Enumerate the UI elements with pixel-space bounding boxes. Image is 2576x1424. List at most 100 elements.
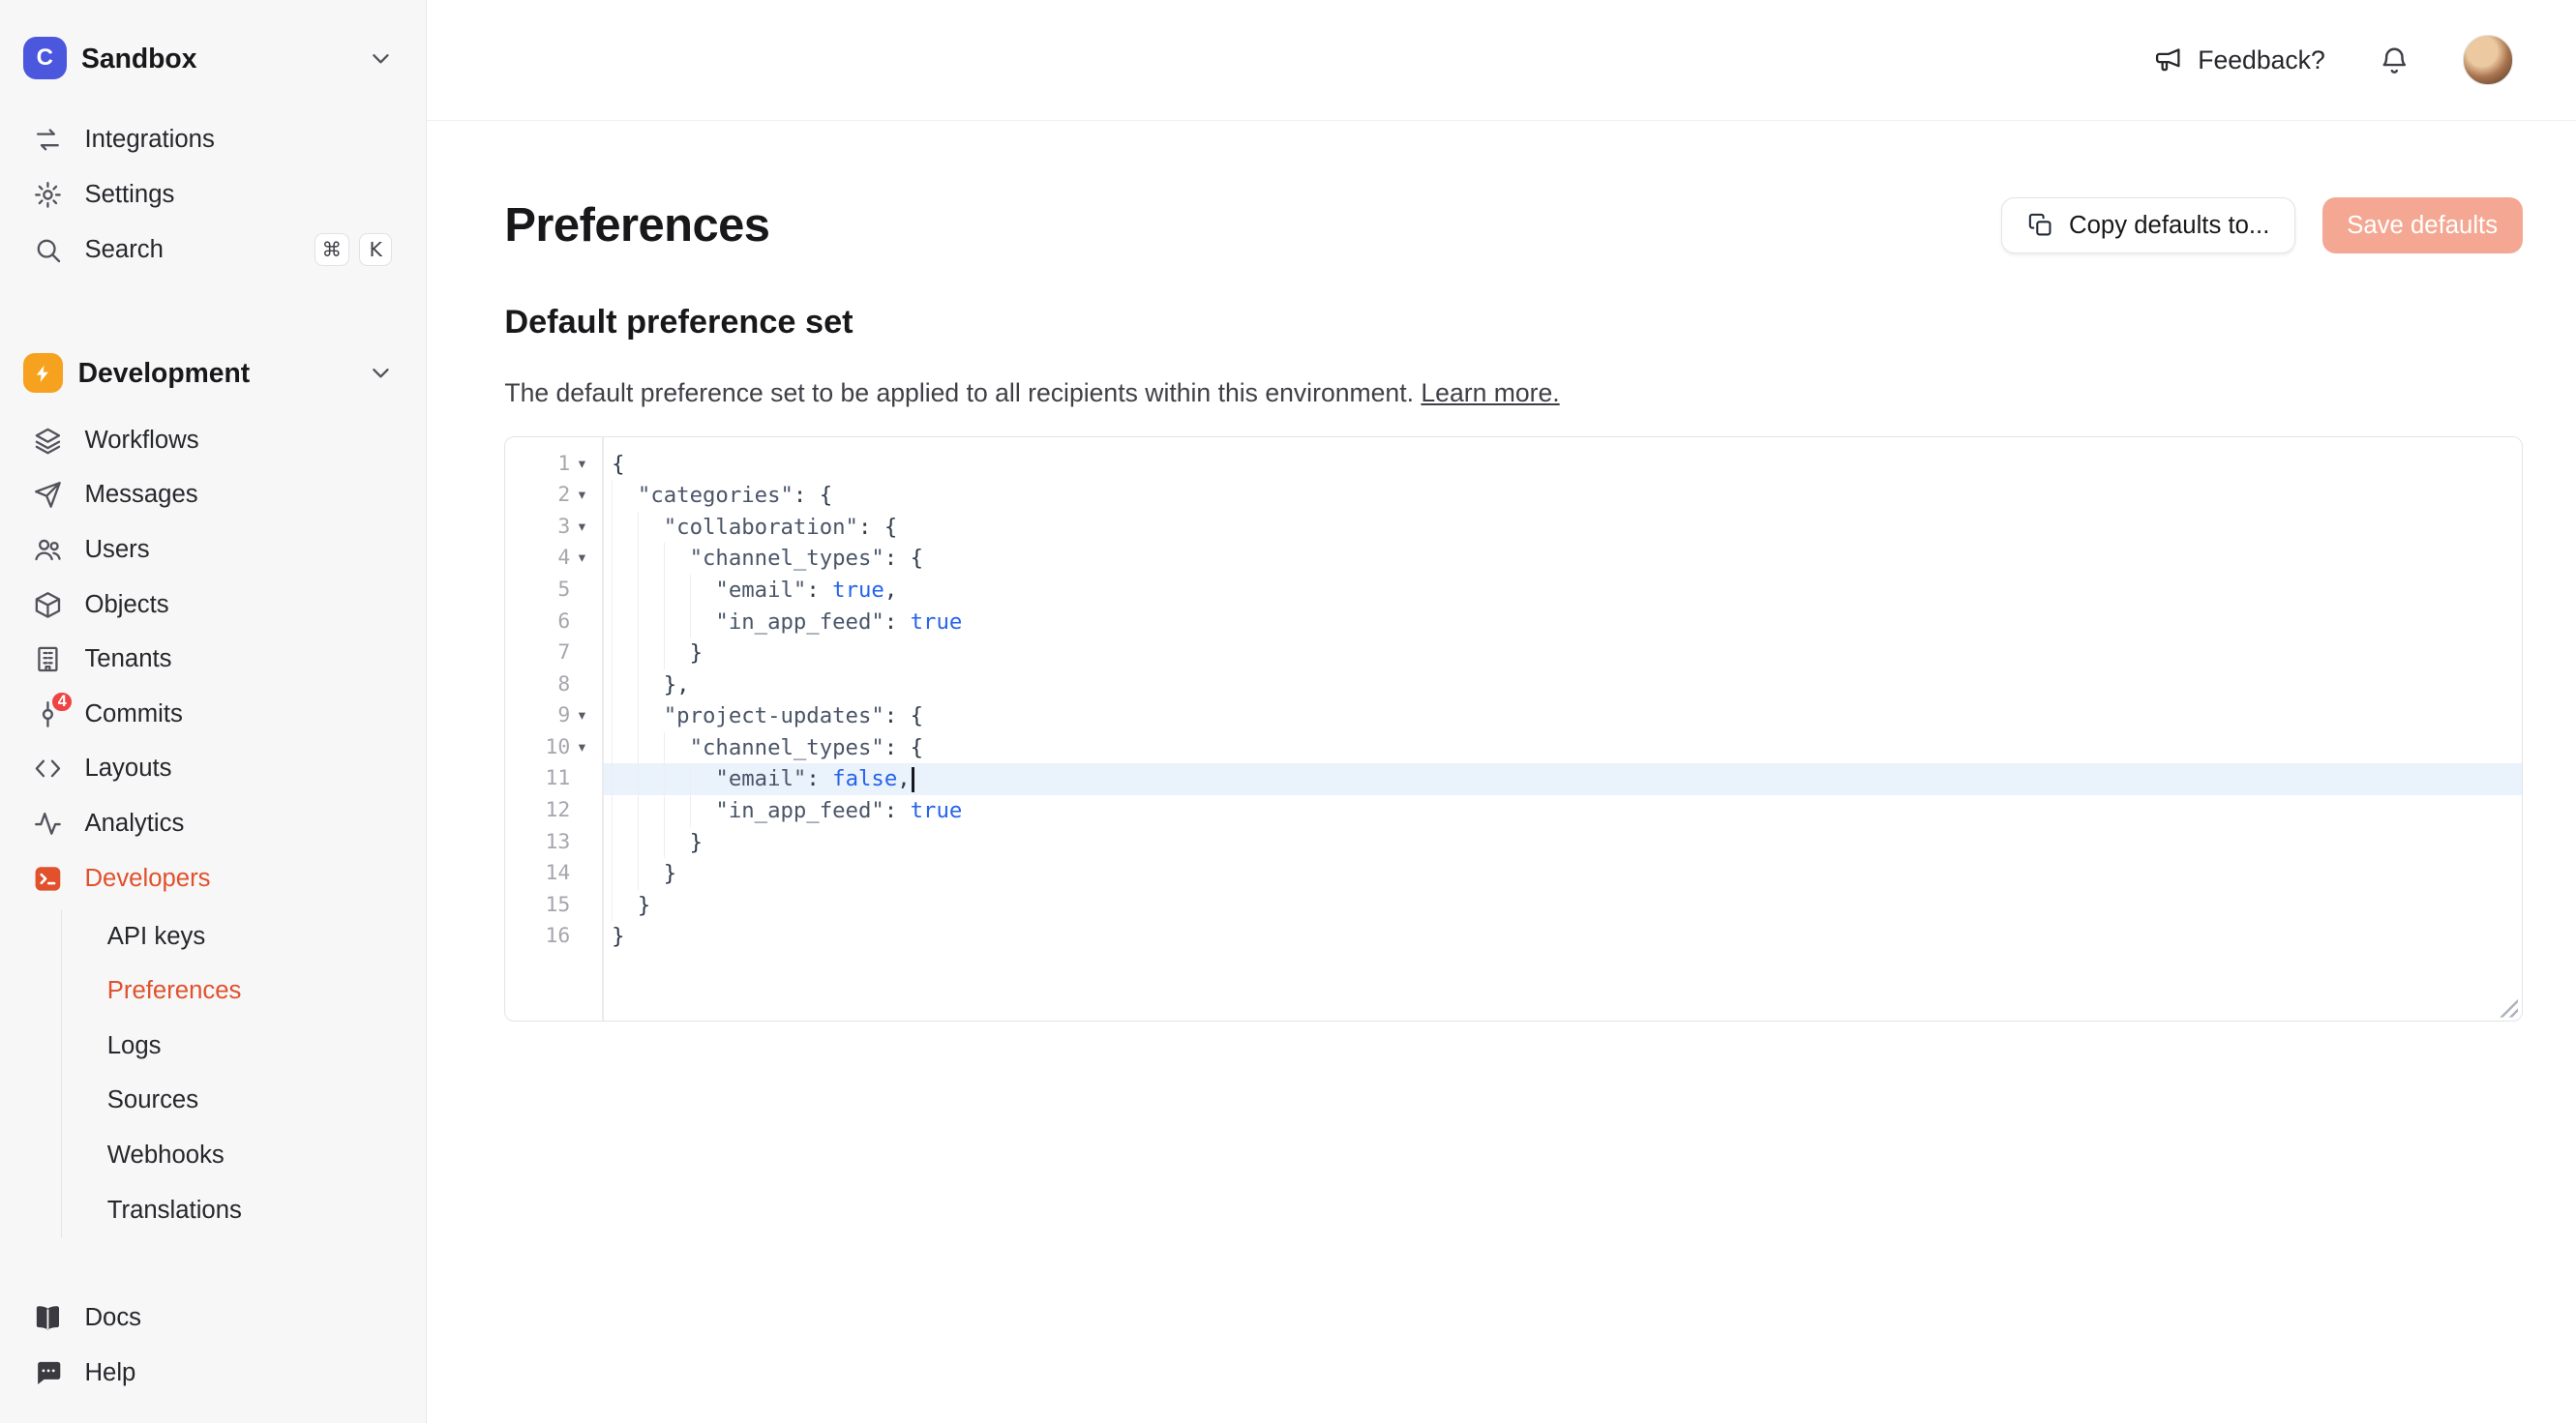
sidebar-item-integrations[interactable]: Integrations: [20, 113, 406, 168]
sidebar-subitem-label: Translations: [106, 1196, 242, 1224]
tenants-icon: [33, 644, 63, 674]
sidebar-subitem-label: API keys: [106, 922, 206, 950]
sidebar-subitem-label: Logs: [106, 1031, 162, 1059]
sidebar-item-layouts[interactable]: Layouts: [20, 742, 406, 797]
editor-line-10[interactable]: 10 ▾ "channel_types": {: [505, 731, 2522, 764]
sidebar-subitem-logs[interactable]: Logs: [62, 1019, 405, 1074]
sidebar-item-label: Users: [84, 535, 150, 563]
editor-line-9[interactable]: 9▾"project-updates": {: [505, 700, 2521, 732]
workspace-name: Sandbox: [81, 42, 197, 74]
line-number: 7: [557, 640, 571, 666]
messages-icon: [33, 480, 63, 510]
editor-line-16[interactable]: 16}: [505, 921, 2521, 953]
editor-gutter: 16: [505, 921, 601, 953]
preferences-json-editor[interactable]: 1▾{2▾"categories": {3▾"collaboration": {…: [504, 435, 2523, 1023]
sidebar-item-messages[interactable]: Messages: [20, 468, 406, 523]
main-area: Feedback? Preferences Copy defaults to..…: [426, 0, 2576, 1424]
sidebar-item-docs[interactable]: Docs: [20, 1290, 406, 1346]
fold-arrow-icon[interactable]: ▾: [578, 487, 586, 504]
line-number: 14: [545, 861, 571, 886]
editor-line-8[interactable]: 8},: [505, 668, 2521, 701]
editor-line-3[interactable]: 3▾"collaboration": {: [505, 511, 2521, 544]
editor-line-12[interactable]: 12 "in_app_feed": true: [505, 795, 2521, 827]
sidebar-item-tenants[interactable]: Tenants: [20, 632, 406, 687]
fold-arrow-icon[interactable]: ▾: [578, 738, 586, 756]
editor-line-13[interactable]: 13}: [505, 826, 2522, 859]
sidebar-subitem-sources[interactable]: Sources: [62, 1074, 405, 1129]
copy-defaults-button[interactable]: Copy defaults to...: [2001, 197, 2296, 254]
commits-icon: 4: [33, 689, 75, 729]
fold-arrow-icon[interactable]: ▾: [578, 707, 586, 725]
editor-line-15[interactable]: 15}: [505, 889, 2521, 922]
sidebar-item-settings[interactable]: Settings: [20, 167, 406, 222]
editor-gutter: 14: [505, 858, 601, 890]
search-icon: [33, 235, 63, 265]
editor-line-6[interactable]: 6"in_app_feed": true: [505, 606, 2521, 638]
section-title: Default preference set: [504, 303, 854, 341]
code-line-content: "in_app_feed": true: [602, 795, 2522, 827]
editor-gutter: 2▾: [505, 480, 601, 512]
resize-handle-icon[interactable]: [2497, 995, 2519, 1018]
fold-arrow-icon[interactable]: ▾: [578, 518, 586, 535]
line-number: 4: [557, 546, 571, 571]
save-defaults-button[interactable]: Save defaults: [2321, 197, 2523, 254]
sidebar-subitem-translations[interactable]: Translations: [62, 1183, 405, 1238]
line-number: 12: [545, 798, 571, 823]
feedback-button[interactable]: Feedback?: [2153, 45, 2325, 75]
environment-icon: [23, 353, 64, 394]
editor-gutter: 12: [505, 795, 601, 827]
code-line-content: }: [602, 826, 2522, 859]
avatar[interactable]: [2463, 35, 2513, 85]
sidebar-item-analytics[interactable]: Analytics: [20, 796, 406, 851]
feedback-label: Feedback?: [2198, 44, 2325, 74]
sidebar-item-search[interactable]: Search⌘K: [20, 222, 406, 278]
learn-more-link[interactable]: Learn more.: [1421, 377, 1560, 407]
sidebar-subitem-webhooks[interactable]: Webhooks: [62, 1128, 405, 1183]
sidebar-subitem-api-keys[interactable]: API keys: [62, 909, 405, 964]
editor-line-5[interactable]: 5"email": true,: [505, 574, 2521, 607]
line-number: 13: [545, 829, 571, 854]
sidebar-item-help[interactable]: Help: [20, 1346, 406, 1401]
sidebar-item-label: Layouts: [84, 755, 172, 783]
sidebar-item-workflows[interactable]: Workflows: [20, 413, 406, 468]
sidebar-item-objects[interactable]: Objects: [20, 578, 406, 633]
sidebar-item-developers[interactable]: Developers: [20, 851, 406, 906]
editor-gutter: 5: [505, 575, 601, 607]
sidebar-item-users[interactable]: Users: [20, 522, 406, 578]
environment-name: Development: [77, 357, 251, 389]
fold-arrow-icon[interactable]: ▾: [578, 549, 586, 567]
line-number: 1: [557, 451, 571, 476]
bell-icon[interactable]: [2379, 44, 2411, 76]
editor-lines: 1▾{2▾"categories": {3▾"collaboration": {…: [505, 449, 2522, 953]
fold-arrow-icon[interactable]: ▾: [578, 455, 586, 472]
code-line-content: }: [602, 638, 2522, 669]
gear-icon: [33, 180, 63, 210]
sidebar-subitem-preferences[interactable]: Preferences: [62, 964, 405, 1019]
shortcut-key: K: [359, 232, 393, 267]
code-line-content: "channel_types": {: [602, 731, 2522, 764]
layouts-icon: [33, 754, 63, 784]
editor-line-4[interactable]: 4▾"channel_types": {: [505, 543, 2521, 575]
workspace-switcher[interactable]: C Sandbox: [20, 36, 406, 80]
line-number: 10: [545, 734, 571, 759]
environment-switcher[interactable]: Development: [20, 353, 406, 394]
page-title: Preferences: [504, 199, 770, 252]
sidebar-item-label: Messages: [84, 481, 198, 509]
editor-line-11[interactable]: 11"email": false,: [505, 763, 2522, 796]
code-line-content: }: [612, 924, 625, 950]
editor-line-7[interactable]: 7}: [505, 638, 2521, 669]
sidebar-subitem-label: Preferences: [106, 977, 242, 1005]
editor-line-2[interactable]: 2▾"categories": {: [505, 480, 2521, 512]
editor-gutter: 6: [505, 607, 601, 638]
sidebar-item-label: Objects: [84, 590, 169, 618]
editor-line-1[interactable]: 1▾{: [505, 449, 2521, 481]
sidebar-item-label: Developers: [84, 864, 211, 892]
sidebar-item-label: Workflows: [84, 426, 199, 454]
editor-line-14[interactable]: 14}: [505, 858, 2521, 890]
line-number: 5: [557, 577, 571, 602]
code-line-content: "email": false,: [601, 763, 2522, 796]
